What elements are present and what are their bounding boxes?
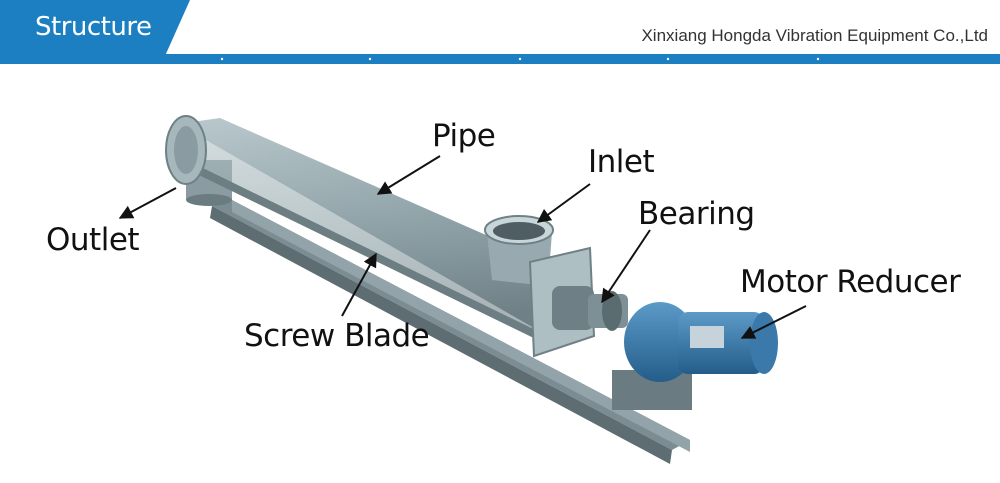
section-title: Structure [35, 12, 152, 42]
callout-arrows [118, 155, 807, 339]
label-pipe: Pipe [432, 118, 496, 154]
screw-conveyor-illustration [118, 115, 807, 464]
motor-reducer-assembly [612, 302, 778, 410]
end-flange [165, 115, 207, 185]
label-bearing: Bearing [638, 196, 755, 232]
header-bar: Structure Xinxiang Hongda Vibration Equi… [0, 0, 1000, 64]
bearing-assembly [552, 286, 628, 331]
section-tab [0, 0, 190, 56]
label-outlet: Outlet [46, 222, 140, 258]
inlet-hopper [484, 215, 554, 286]
pipe-body [168, 118, 570, 344]
support-rail [210, 200, 690, 464]
label-screw-blade: Screw Blade [244, 318, 430, 354]
company-name: Xinxiang Hongda Vibration Equipment Co.,… [641, 26, 988, 45]
label-inlet: Inlet [588, 144, 655, 180]
header-rule [0, 54, 1000, 64]
label-motor-reducer: Motor Reducer [740, 264, 961, 300]
